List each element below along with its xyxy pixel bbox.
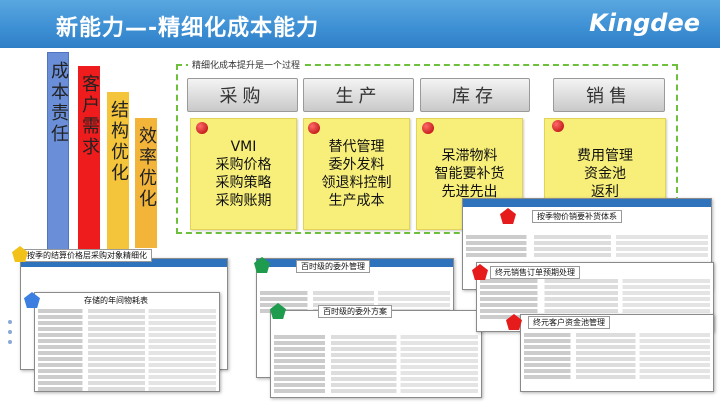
window-titlebar <box>21 259 227 267</box>
screenshot-caption: 存储的年间物耗表 <box>84 296 148 305</box>
screenshot-caption: 终元客户资金池管理 <box>528 316 610 329</box>
pentagon-marker-icon <box>472 264 488 280</box>
pushpin-icon <box>308 122 320 134</box>
bar-customer-demand: 客户需求 <box>78 66 100 304</box>
pushpin-icon <box>552 120 564 132</box>
pushpin-icon <box>196 122 208 134</box>
bar-label: 客户需求 <box>79 74 100 158</box>
screenshot-caption: 百时级的委外方案 <box>318 305 392 318</box>
process-caption: 精细化成本提升是一个过程 <box>188 58 305 71</box>
sticky-note-production: 替代管理 委外发料 领退料控制 生产成本 <box>303 118 410 230</box>
note-item: 智能要补货 <box>434 166 505 182</box>
note-item: 呆滞物料 <box>441 148 498 164</box>
screenshot-caption: 百时级的委外管理 <box>296 260 370 273</box>
decorative-dot <box>8 340 12 344</box>
page-title: 新能力—-精细化成本能力 <box>56 16 320 41</box>
bar-label: 结构优化 <box>108 100 129 184</box>
note-item: 资金池 <box>584 166 626 182</box>
screenshot-caption: 按季物价销要补货体系 <box>532 210 622 223</box>
note-item: 返利 <box>591 184 619 200</box>
note-item: 领退料控制 <box>321 175 392 191</box>
bar-structure-optimization: 结构优化 <box>107 92 129 252</box>
note-item: 采购账期 <box>215 193 272 209</box>
decorative-dot <box>8 330 12 334</box>
pentagon-marker-icon <box>24 292 40 308</box>
decorative-dot <box>8 320 12 324</box>
header-bar: 新能力—-精细化成本能力 Kingdee <box>0 0 720 48</box>
bar-label: 成本责任 <box>48 61 69 145</box>
bar-efficiency-optimization: 效率优化 <box>135 118 157 248</box>
screenshot-window <box>34 292 220 392</box>
table-rows <box>274 333 478 394</box>
note-item: 替代管理 <box>328 139 385 155</box>
table-rows <box>466 233 708 286</box>
pentagon-marker-icon <box>500 208 516 224</box>
note-item: 委外发料 <box>328 157 385 173</box>
screenshot-window <box>270 310 482 398</box>
note-item: 采购价格 <box>215 157 272 173</box>
pentagon-marker-icon <box>254 257 270 273</box>
window-titlebar <box>463 199 711 207</box>
note-item: 先进先出 <box>441 184 498 200</box>
tab-purchase: 采购 <box>187 78 298 112</box>
pentagon-marker-icon <box>506 314 522 330</box>
sticky-note-purchase: VMI 采购价格 采购策略 采购账期 <box>190 118 297 230</box>
note-item: 采购策略 <box>215 175 272 191</box>
kingdee-logo: Kingdee <box>589 9 700 37</box>
table-rows <box>524 331 710 388</box>
note-item: VMI <box>230 139 257 155</box>
screenshot-caption: 终元销售订单预期处理 <box>490 266 580 279</box>
pushpin-icon <box>422 122 434 134</box>
pentagon-marker-icon <box>12 246 28 262</box>
note-item: 生产成本 <box>328 193 385 209</box>
screenshot-caption: 按季的结算价格层采购对象精细化 <box>22 249 152 262</box>
process-box <box>176 64 678 234</box>
tab-inventory: 库存 <box>420 78 530 112</box>
tab-production: 生产 <box>303 78 414 112</box>
note-item: 费用管理 <box>577 148 633 164</box>
tab-sales: 销售 <box>553 78 665 112</box>
pentagon-marker-icon <box>270 303 286 319</box>
table-rows <box>38 307 216 391</box>
bar-label: 效率优化 <box>136 126 157 210</box>
